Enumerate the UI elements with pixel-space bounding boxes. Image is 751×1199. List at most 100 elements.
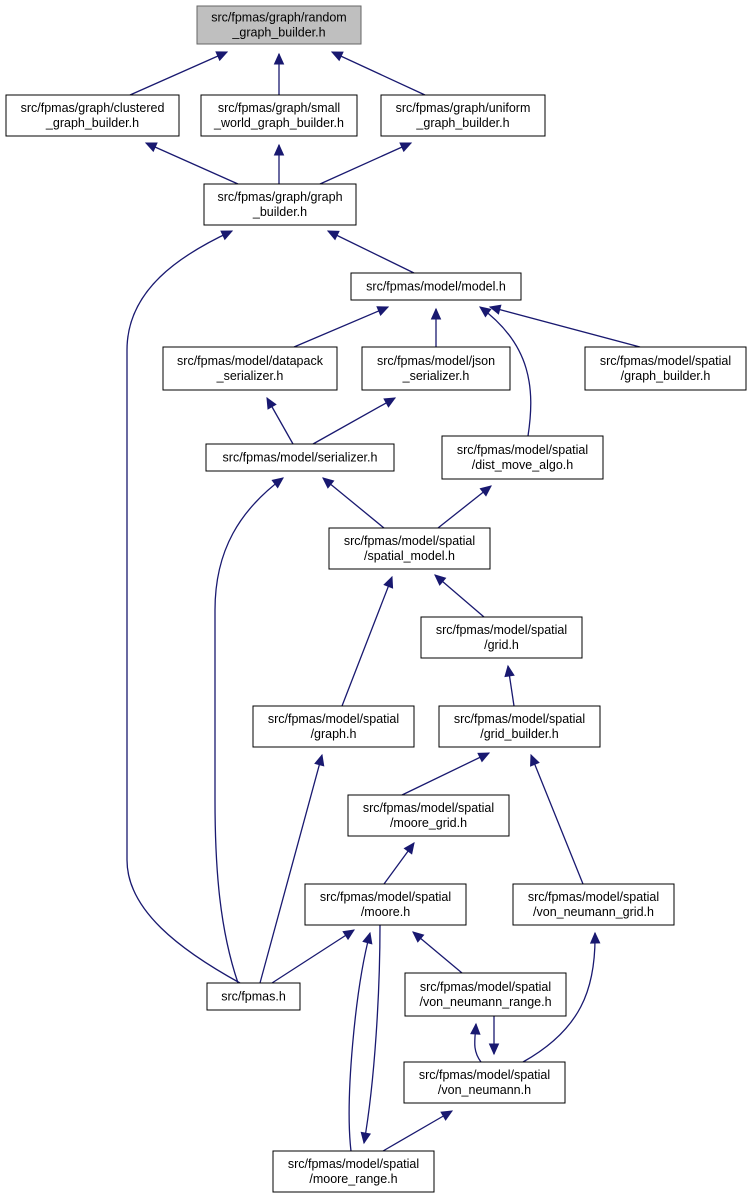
node-label-line: src/fpmas/model/serializer.h [223, 451, 378, 465]
edge-arrowhead [220, 230, 234, 241]
node-spatial_graph[interactable]: src/fpmas/model/spatial/graph.h [252, 705, 415, 748]
edge-serializer-to-json_serializer [312, 397, 397, 445]
node-box[interactable] [441, 435, 604, 480]
edge-line [341, 576, 393, 707]
node-label-line: _serializer.h [402, 369, 470, 383]
node-label-line: _graph_builder.h [231, 26, 325, 40]
node-box[interactable] [512, 883, 675, 926]
node-box[interactable] [162, 346, 338, 391]
edge-arrowhead [271, 477, 284, 489]
node-box[interactable] [206, 982, 301, 1011]
node-label-line: /dist_move_algo.h [472, 458, 574, 472]
edge-line [319, 142, 412, 185]
edge-line [214, 477, 284, 984]
node-label-line: src/fpmas/model/spatial [288, 1157, 419, 1171]
edge-arrowhead [412, 931, 425, 943]
node-box[interactable] [252, 705, 415, 748]
edge-arrowhead [477, 752, 491, 763]
node-label-line: src/fpmas/model/spatial [268, 712, 399, 726]
edge-line [312, 397, 396, 445]
node-box[interactable] [584, 346, 747, 391]
node-box[interactable] [203, 183, 357, 226]
edge-line [530, 754, 584, 885]
node-small_world_graph_builder[interactable]: src/fpmas/graph/small_world_graph_builde… [200, 94, 358, 137]
edge-line [271, 929, 355, 984]
edge-uniform_graph_builder-to-random_graph_builder [330, 51, 426, 96]
node-box[interactable] [438, 705, 601, 748]
edge-arrowhead [266, 396, 277, 410]
node-label-line: _builder.h [252, 205, 307, 219]
node-dist_move_algo[interactable]: src/fpmas/model/spatial/dist_move_algo.h [441, 435, 604, 480]
node-von_neumann_range[interactable]: src/fpmas/model/spatial/von_neumann_rang… [404, 972, 567, 1017]
node-spatial_graph_builder[interactable]: src/fpmas/model/spatial/graph_builder.h [584, 346, 747, 391]
node-label-line: src/fpmas/model/spatial [420, 980, 551, 994]
edge-arrowhead [322, 477, 335, 489]
node-label-line: /moore.h [361, 905, 410, 919]
node-fpmas[interactable]: src/fpmas.h [206, 982, 301, 1011]
edge-fpmas-to-spatial_graph [259, 753, 325, 984]
edge-arrowhead [530, 753, 540, 767]
node-box[interactable] [196, 5, 362, 45]
edge-arrowhead [479, 306, 492, 318]
node-moore_range[interactable]: src/fpmas/model/spatial/moore_range.h [272, 1150, 435, 1193]
node-box[interactable] [403, 1061, 566, 1104]
edge-arrowhead [330, 51, 344, 62]
node-spatial_model[interactable]: src/fpmas/model/spatial/spatial_model.h [328, 527, 491, 570]
node-label-line: /graph_builder.h [621, 369, 711, 383]
node-label-line: /graph.h [311, 727, 357, 741]
node-moore[interactable]: src/fpmas/model/spatial/moore.h [304, 883, 467, 926]
edge-arrowhead [434, 574, 447, 586]
node-label-line: src/fpmas/graph/graph [217, 190, 342, 204]
node-label-line: src/fpmas/model/spatial [363, 801, 494, 815]
edge-line [129, 51, 228, 96]
edge-arrowhead [342, 929, 356, 941]
node-box[interactable] [350, 272, 522, 301]
edge-model-to-graph_builder [326, 230, 415, 274]
edge-arrowhead [488, 1043, 500, 1056]
node-clustered_graph_builder[interactable]: src/fpmas/graph/clustered_graph_builder.… [5, 94, 180, 137]
node-label-line: src/fpmas/model/spatial [344, 534, 475, 548]
node-box[interactable] [347, 794, 510, 837]
node-von_neumann[interactable]: src/fpmas/model/spatial/von_neumann.h [403, 1061, 566, 1104]
node-serializer[interactable]: src/fpmas/model/serializer.h [205, 443, 395, 472]
node-box[interactable] [328, 527, 491, 570]
edge-von_neumann_grid-to-grid_builder [530, 753, 584, 885]
node-label-line: /moore_range.h [309, 1172, 397, 1186]
edge-dist_move_algo-to-model [479, 306, 532, 437]
node-graph_builder[interactable]: src/fpmas/graph/graph_builder.h [203, 183, 357, 226]
edge-spatial_graph_builder-to-model [488, 304, 641, 348]
node-model[interactable]: src/fpmas/model/model.h [350, 272, 522, 301]
edge-von_neumann_range-to-von_neumann [488, 1016, 500, 1056]
node-datapack_serializer[interactable]: src/fpmas/model/datapack_serializer.h [162, 346, 338, 391]
edge-line [259, 754, 323, 984]
edge-arrowhead [383, 397, 397, 408]
node-random_graph_builder[interactable]: src/fpmas/graph/random_graph_builder.h [196, 5, 362, 45]
node-box[interactable] [205, 443, 395, 472]
node-uniform_graph_builder[interactable]: src/fpmas/graph/uniform_graph_builder.h [380, 94, 546, 137]
node-box[interactable] [404, 972, 567, 1017]
edge-fpmas-to-serializer [214, 477, 284, 984]
node-label-line: /grid_builder.h [480, 727, 559, 741]
node-label-line: src/fpmas/model/spatial [457, 443, 588, 457]
node-box[interactable] [272, 1150, 435, 1193]
edge-arrowhead [504, 664, 515, 678]
edge-line [437, 485, 492, 529]
node-box[interactable] [5, 94, 180, 137]
node-box[interactable] [361, 346, 511, 391]
node-box[interactable] [304, 883, 467, 926]
node-box[interactable] [200, 94, 358, 137]
node-grid_builder[interactable]: src/fpmas/model/spatial/grid_builder.h [438, 705, 601, 748]
node-grid[interactable]: src/fpmas/model/spatial/grid.h [420, 616, 583, 659]
node-box[interactable] [380, 94, 546, 137]
edge-grid-to-spatial_model [434, 574, 485, 618]
node-label-line: /von_neumann_grid.h [533, 905, 654, 919]
edge-line [322, 477, 385, 529]
node-von_neumann_grid[interactable]: src/fpmas/model/spatial/von_neumann_grid… [512, 883, 675, 926]
node-moore_grid[interactable]: src/fpmas/model/spatial/moore_grid.h [347, 794, 510, 837]
edge-arrowhead [399, 142, 413, 153]
node-box[interactable] [420, 616, 583, 659]
edge-von_neumann-to-von_neumann_grid [522, 931, 601, 1063]
node-label-line: src/fpmas/model/spatial [600, 354, 731, 368]
edge-arrowhead [362, 931, 373, 945]
node-json_serializer[interactable]: src/fpmas/model/json_serializer.h [361, 346, 511, 391]
